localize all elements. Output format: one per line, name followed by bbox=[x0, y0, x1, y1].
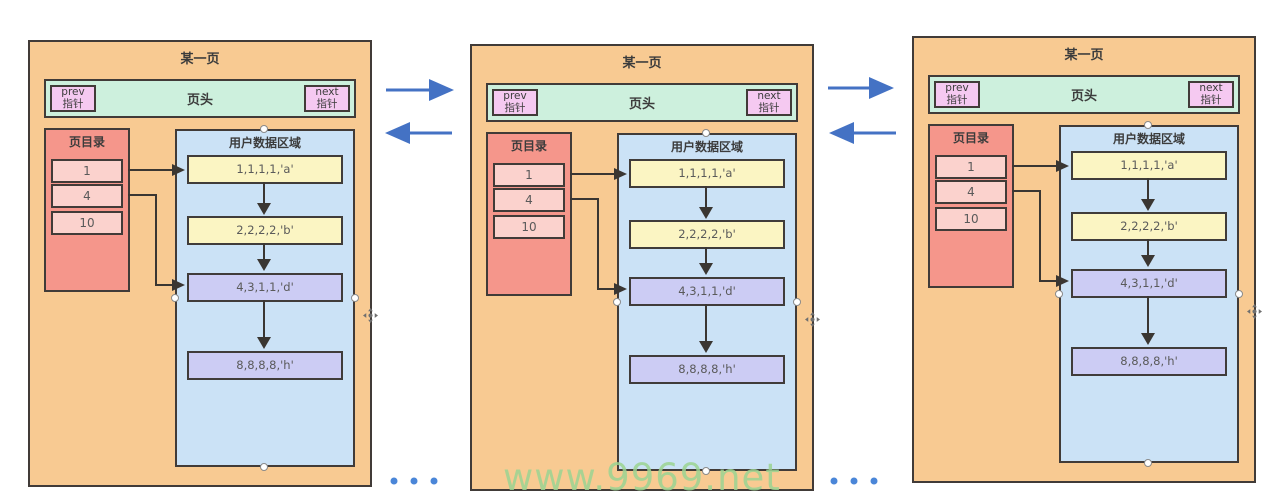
directory-slot-1: 1 bbox=[493, 163, 565, 187]
page-directory: 页目录 1 4 10 bbox=[486, 132, 572, 296]
prev-pointer-box: prev 指针 bbox=[934, 81, 980, 108]
resize-handle-left[interactable] bbox=[613, 298, 621, 306]
record-h: 8,8,8,8,'h' bbox=[187, 351, 343, 380]
prev-pointer-box: prev 指针 bbox=[492, 89, 538, 116]
next-pointer-label-en: next bbox=[1199, 81, 1223, 94]
next-pointer-label-zh: 指针 bbox=[316, 97, 338, 110]
page-node-2: 某一页 页头 prev 指针 next 指针 页目录 1 4 10 用户数据区域… bbox=[470, 44, 820, 491]
prev-pointer-label-zh: 指针 bbox=[504, 101, 526, 114]
directory-slot-4: 4 bbox=[51, 184, 123, 208]
next-pointer-box: next 指针 bbox=[746, 89, 792, 116]
page-header-label: 页头 bbox=[1070, 89, 1097, 104]
page-title: 某一页 bbox=[180, 52, 220, 67]
resize-handle-top[interactable] bbox=[702, 129, 710, 137]
record-d: 4,3,1,1,'d' bbox=[1071, 269, 1227, 298]
directory-slot-1: 1 bbox=[935, 155, 1007, 179]
page-header-bar: 页头 prev 指针 next 指针 bbox=[44, 79, 356, 118]
prev-pointer-box: prev 指针 bbox=[50, 85, 96, 112]
resize-handle-bottom[interactable] bbox=[702, 467, 710, 475]
resize-handle-top[interactable] bbox=[260, 125, 268, 133]
page-directory-title: 页目录 bbox=[952, 131, 989, 145]
watermark-text: www.9969.net bbox=[503, 456, 781, 499]
move-cursor-icon[interactable] bbox=[805, 312, 820, 327]
record-d: 4,3,1,1,'d' bbox=[187, 273, 343, 302]
page-title: 某一页 bbox=[622, 56, 662, 71]
dir4-to-record-d-arrow bbox=[1012, 190, 1056, 282]
ellipsis-dots-left bbox=[390, 477, 438, 485]
record-b: 2,2,2,2,'b' bbox=[1071, 212, 1227, 241]
move-cursor-icon[interactable] bbox=[363, 308, 378, 323]
page-header-label: 页头 bbox=[628, 97, 655, 112]
user-data-area-title: 用户数据区域 bbox=[1112, 132, 1185, 146]
next-pointer-box: next 指针 bbox=[304, 85, 350, 112]
page-header-label: 页头 bbox=[186, 93, 213, 108]
record-d: 4,3,1,1,'d' bbox=[629, 277, 785, 306]
directory-slot-4: 4 bbox=[935, 180, 1007, 204]
record-h: 8,8,8,8,'h' bbox=[1071, 347, 1227, 376]
resize-handle-bottom[interactable] bbox=[1144, 459, 1152, 467]
directory-slot-4: 4 bbox=[493, 188, 565, 212]
resize-handle-right[interactable] bbox=[351, 294, 359, 302]
page-directory-title: 页目录 bbox=[510, 139, 547, 153]
page-directory-title: 页目录 bbox=[68, 135, 105, 149]
record-a: 1,1,1,1,'a' bbox=[629, 159, 785, 188]
resize-handle-left[interactable] bbox=[171, 294, 179, 302]
ellipsis-dots-right bbox=[830, 477, 878, 485]
resize-handle-bottom[interactable] bbox=[260, 463, 268, 471]
directory-slot-1: 1 bbox=[51, 159, 123, 183]
next-pointer-label-en: next bbox=[757, 89, 781, 102]
directory-slot-10: 10 bbox=[51, 211, 123, 235]
page-header-bar: 页头 prev 指针 next 指针 bbox=[928, 75, 1240, 114]
directory-slot-10: 10 bbox=[935, 207, 1007, 231]
resize-handle-left[interactable] bbox=[1055, 290, 1063, 298]
page-node-3: 某一页 页头 prev 指针 next 指针 页目录 1 4 10 用户数据区域… bbox=[912, 36, 1262, 483]
resize-handle-right[interactable] bbox=[1235, 290, 1243, 298]
user-data-area: 用户数据区域 1,1,1,1,'a' 2,2,2,2,'b' 4,3,1,1,'… bbox=[1059, 125, 1239, 463]
prev-pointer-label-en: prev bbox=[503, 89, 527, 102]
user-data-area-title: 用户数据区域 bbox=[228, 136, 301, 150]
prev-pointer-label-en: prev bbox=[61, 85, 85, 98]
record-b: 2,2,2,2,'b' bbox=[187, 216, 343, 245]
next-pointer-box: next 指针 bbox=[1188, 81, 1234, 108]
user-data-area-title: 用户数据区域 bbox=[670, 140, 743, 154]
prev-pointer-label-en: prev bbox=[945, 81, 969, 94]
prev-pointer-label-zh: 指针 bbox=[946, 93, 968, 106]
next-pointer-label-en: next bbox=[315, 85, 339, 98]
page-directory: 页目录 1 4 10 bbox=[928, 124, 1014, 288]
record-a: 1,1,1,1,'a' bbox=[187, 155, 343, 184]
dir4-to-record-d-arrow bbox=[570, 198, 614, 290]
move-cursor-icon[interactable] bbox=[1247, 304, 1262, 319]
record-b: 2,2,2,2,'b' bbox=[629, 220, 785, 249]
dir4-to-record-d-arrow bbox=[128, 194, 172, 286]
next-pointer-label-zh: 指针 bbox=[758, 101, 780, 114]
record-a: 1,1,1,1,'a' bbox=[1071, 151, 1227, 180]
user-data-area: 用户数据区域 1,1,1,1,'a' 2,2,2,2,'b' 4,3,1,1,'… bbox=[617, 133, 797, 471]
page-node-1: 某一页 页头 prev 指针 next 指针 页目录 1 4 10 用户数据区域… bbox=[28, 40, 378, 487]
resize-handle-top[interactable] bbox=[1144, 121, 1152, 129]
page-title: 某一页 bbox=[1064, 48, 1104, 63]
user-data-area: 用户数据区域 1,1,1,1,'a' 2,2,2,2,'b' 4,3,1,1,'… bbox=[175, 129, 355, 467]
page-directory: 页目录 1 4 10 bbox=[44, 128, 130, 292]
prev-pointer-label-zh: 指针 bbox=[62, 97, 84, 110]
page-header-bar: 页头 prev 指针 next 指针 bbox=[486, 83, 798, 122]
resize-handle-right[interactable] bbox=[793, 298, 801, 306]
record-h: 8,8,8,8,'h' bbox=[629, 355, 785, 384]
directory-slot-10: 10 bbox=[493, 215, 565, 239]
next-pointer-label-zh: 指针 bbox=[1200, 93, 1222, 106]
